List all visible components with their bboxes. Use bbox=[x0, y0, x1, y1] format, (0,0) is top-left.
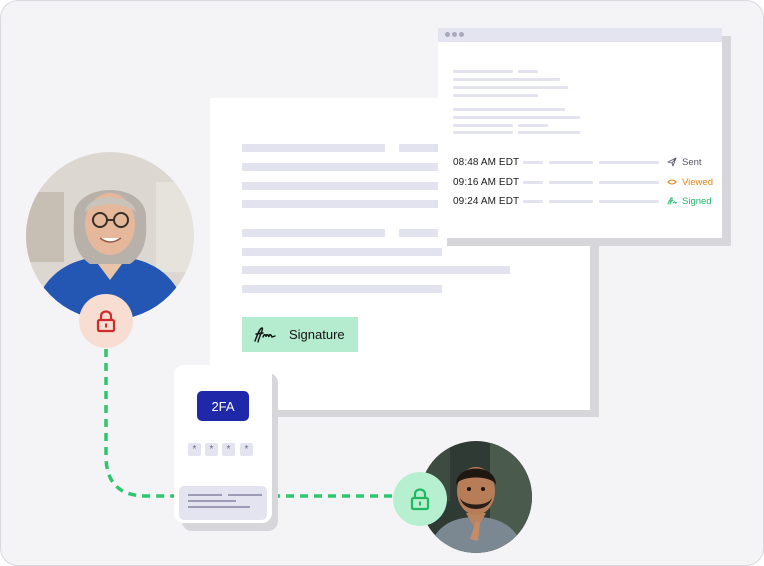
signature-mark-icon bbox=[254, 326, 276, 343]
audit-time: 08:48 AM EDT bbox=[453, 156, 520, 168]
audit-status: Sent bbox=[682, 156, 702, 168]
audit-row-viewed: 09:16 AM EDT Viewed bbox=[453, 175, 713, 189]
verification-message bbox=[179, 486, 267, 520]
audit-status: Signed bbox=[682, 195, 712, 207]
sender-lock bbox=[79, 294, 133, 348]
pin-digit[interactable]: * bbox=[222, 443, 235, 456]
audit-time: 09:16 AM EDT bbox=[453, 176, 520, 188]
eye-icon bbox=[667, 179, 677, 185]
two-factor-badge: 2FA bbox=[197, 391, 249, 421]
audit-time: 09:24 AM EDT bbox=[453, 195, 520, 207]
window-dot bbox=[452, 32, 457, 37]
window-dot bbox=[445, 32, 450, 37]
audit-row-sent: 08:48 AM EDT Sent bbox=[453, 155, 713, 169]
window-title-bar bbox=[438, 28, 722, 42]
signature-label: Signature bbox=[289, 327, 345, 342]
recipient-lock bbox=[393, 472, 447, 526]
signature-icon bbox=[667, 197, 677, 205]
pin-digit[interactable]: * bbox=[188, 443, 201, 456]
pin-digit[interactable]: * bbox=[240, 443, 253, 456]
audit-status: Viewed bbox=[682, 176, 713, 188]
lock-icon bbox=[410, 488, 430, 511]
audit-row-signed: 09:24 AM EDT Signed bbox=[453, 194, 713, 208]
paper-plane-icon bbox=[667, 157, 677, 167]
window-dot bbox=[459, 32, 464, 37]
lock-icon bbox=[96, 310, 116, 333]
signature-field[interactable]: Signature bbox=[242, 317, 358, 352]
pin-digit[interactable]: * bbox=[205, 443, 218, 456]
two-factor-card: 2FA * * * * bbox=[174, 365, 272, 523]
browser-window: 08:48 AM EDT Sent 09:16 AM EDT Viewed 09… bbox=[438, 28, 722, 238]
